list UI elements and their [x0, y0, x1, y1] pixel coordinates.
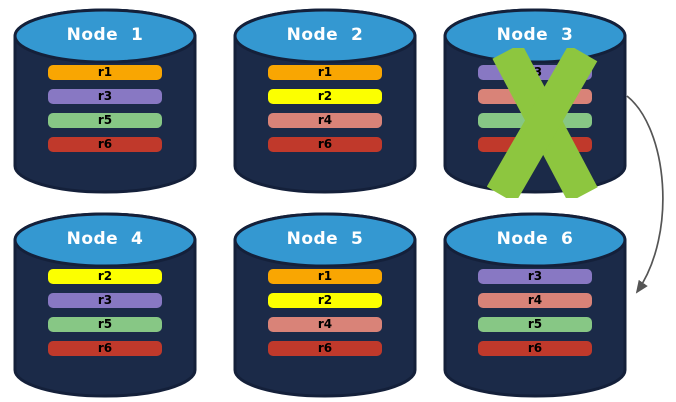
node-title: Node 2 [286, 25, 364, 45]
replica-bar: r6 [268, 137, 382, 152]
db-node: Node 3 r3 [443, 8, 627, 198]
replica-bar: r3 [478, 269, 592, 284]
replica-list: r1 r2 r4 r6 [268, 65, 382, 152]
replica-list: r1 r3 r5 r6 [48, 65, 162, 152]
replica-bar: r4 [268, 113, 382, 128]
replica-bar: r3 [48, 293, 162, 308]
db-node: Node 4 r2 r3 r5 r6 [13, 212, 197, 398]
replica-bar: r1 [268, 269, 382, 284]
replica-bar: r6 [48, 137, 162, 152]
node-title: Node 6 [496, 229, 574, 249]
replica-bar: r6 [268, 341, 382, 356]
replica-bar: r6 [478, 341, 592, 356]
node-title: Node 3 [496, 25, 574, 45]
replica-bar: r2 [268, 293, 382, 308]
node-title: Node 4 [66, 229, 144, 249]
db-node: Node 1 r1 r3 r5 r6 [13, 8, 197, 194]
replica-list: r2 r3 r5 r6 [48, 269, 162, 356]
replica-bar: r2 [48, 269, 162, 284]
replica-list: r3 r4 r5 r6 [478, 269, 592, 356]
replica-list: r1 r2 r4 r6 [268, 269, 382, 356]
db-node: Node 6 r3 r4 r5 r6 [443, 212, 627, 398]
failover-arrow-path [626, 95, 664, 294]
replica-bar: r4 [478, 293, 592, 308]
db-node: Node 5 r1 r2 r4 r6 [233, 212, 417, 398]
replica-bar: r5 [48, 317, 162, 332]
db-node: Node 2 r1 r2 r4 r6 [233, 8, 417, 194]
replica-bar: r6 [48, 341, 162, 356]
replica-bar: r2 [268, 89, 382, 104]
replica-bar: r4 [268, 317, 382, 332]
node-title: Node 5 [286, 229, 364, 249]
replica-bar: r3 [48, 89, 162, 104]
replica-bar: r1 [48, 65, 162, 80]
failure-x-icon [487, 48, 598, 198]
node-title: Node 1 [66, 25, 144, 45]
replica-bar: r5 [478, 317, 592, 332]
replica-bar: r5 [48, 113, 162, 128]
replica-bar: r1 [268, 65, 382, 80]
